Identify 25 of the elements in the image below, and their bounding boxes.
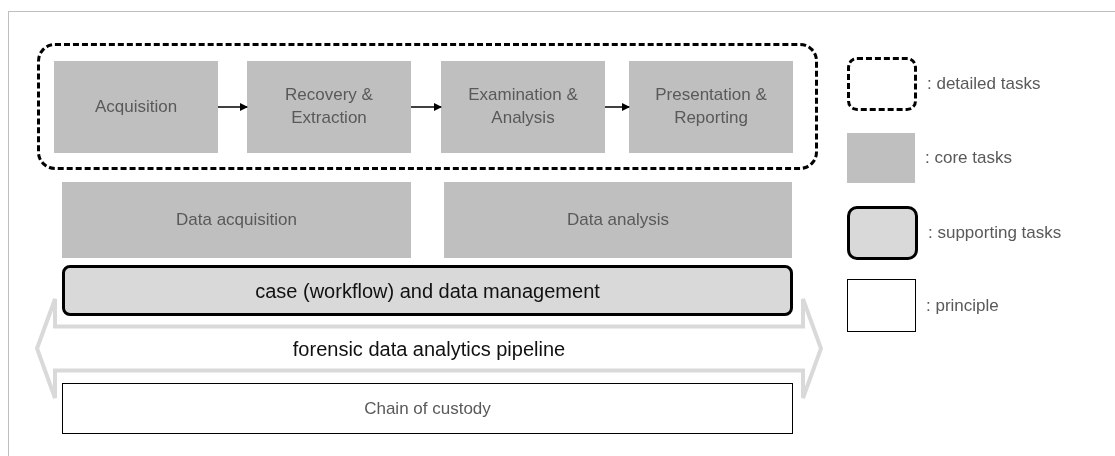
- legend-label: : principle: [926, 294, 999, 317]
- principle-box: [62, 383, 793, 434]
- legend-label: : detailed tasks: [927, 73, 1041, 96]
- arrow: [604, 103, 630, 111]
- legend-label: : supporting tasks: [928, 222, 1062, 245]
- task-box: [247, 61, 411, 153]
- task-label: Examination & Analysis: [467, 84, 579, 129]
- task-box: [62, 182, 411, 258]
- task-label: Recovery & Extraction: [284, 84, 374, 129]
- task-box: [444, 182, 792, 258]
- arrow: [410, 103, 442, 111]
- task-label: case (workflow) and data management: [254, 278, 601, 304]
- task-label: Presentation & Reporting: [654, 84, 768, 129]
- pipeline-label: forensic data analytics pipeline: [291, 336, 567, 362]
- principle-label: Chain of custody: [363, 397, 492, 420]
- task-label: Data acquisition: [175, 208, 298, 231]
- legend-label: : core tasks: [925, 147, 1012, 170]
- arrow: [217, 103, 248, 111]
- task-box: [441, 61, 605, 153]
- task-label: Data analysis: [565, 208, 671, 231]
- dashed-group-box: [37, 43, 818, 170]
- task-box: [54, 61, 218, 153]
- task-label: Acquisition: [93, 95, 179, 118]
- supporting-task-box: [62, 265, 793, 316]
- task-box: [629, 61, 793, 153]
